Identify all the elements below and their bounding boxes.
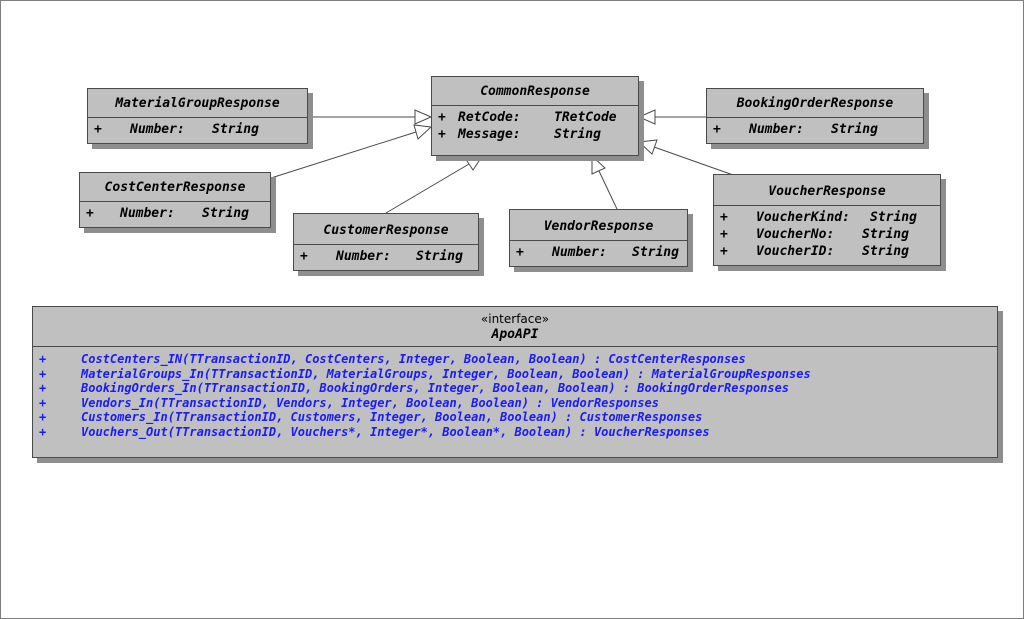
- visibility-marker: +: [516, 245, 524, 260]
- operation-signature: CostCenters_IN(TTransactionID, CostCente…: [81, 352, 746, 366]
- attribute-type: String: [202, 206, 249, 221]
- operation-row: + MaterialGroups_In(TTransactionID, Mate…: [39, 367, 991, 382]
- attribute-type: String: [862, 227, 909, 242]
- attribute-type: TRetCode: [554, 110, 617, 125]
- class-name: CommonResponse: [432, 77, 638, 106]
- class-booking-order-response[interactable]: BookingOrderResponse + Number: String: [706, 88, 924, 144]
- interface-apoapi[interactable]: «interface» ApoAPI + CostCenters_IN(TTra…: [32, 306, 998, 458]
- operation-row: + BookingOrders_In(TTransactionID, Booki…: [39, 381, 991, 396]
- visibility-marker: +: [39, 381, 47, 396]
- visibility-marker: +: [720, 244, 728, 259]
- operation-row: + CostCenters_IN(TTransactionID, CostCen…: [39, 352, 991, 367]
- visibility-marker: +: [720, 227, 728, 242]
- relation-customer-to-common: [385, 154, 485, 214]
- attribute-name: Number:: [552, 245, 607, 260]
- visibility-marker: +: [39, 410, 47, 425]
- attribute-name: Number:: [749, 122, 804, 137]
- attribute-type: String: [554, 127, 601, 142]
- visibility-marker: +: [39, 395, 47, 410]
- attribute-name: VoucherNo:: [756, 227, 835, 242]
- visibility-marker: +: [720, 210, 728, 225]
- attribute-row: + RetCode: TRetCode: [438, 109, 632, 126]
- attribute-row: + VoucherID: String: [720, 243, 934, 260]
- attribute-row: + Number: String: [94, 121, 301, 138]
- class-customer-response[interactable]: CustomerResponse + Number: String: [293, 213, 479, 271]
- attribute-row: + Number: String: [713, 121, 917, 138]
- attribute-type: String: [870, 210, 917, 225]
- attribute-name: VoucherKind:: [756, 210, 850, 225]
- relation-voucher-to-common: [637, 139, 737, 177]
- attribute-row: + Number: String: [516, 244, 681, 261]
- visibility-marker: +: [86, 206, 94, 221]
- attribute-row: + VoucherKind: String: [720, 209, 934, 226]
- class-name: CustomerResponse: [294, 214, 478, 245]
- attribute-row: + Message: String: [438, 126, 632, 143]
- attribute-name: Number:: [336, 249, 391, 264]
- interface-stereotype: «interface»: [480, 312, 550, 326]
- class-name: CostCenterResponse: [80, 173, 270, 202]
- visibility-marker: +: [438, 110, 446, 125]
- visibility-marker: +: [39, 424, 47, 439]
- visibility-marker: +: [438, 127, 446, 142]
- attribute-name: Number:: [120, 206, 175, 221]
- interface-name: ApoAPI: [491, 327, 539, 342]
- attribute-name: VoucherID:: [756, 244, 835, 259]
- visibility-marker: +: [713, 122, 721, 137]
- relation-material-to-common: [308, 109, 433, 125]
- class-name: MaterialGroupResponse: [88, 89, 307, 118]
- attribute-type: String: [632, 245, 679, 260]
- operation-row: + Customers_In(TTransactionID, Customers…: [39, 410, 991, 425]
- operation-signature: Vouchers_Out(TTransactionID, Vouchers*, …: [81, 424, 710, 439]
- relation-costcenter-to-common: [270, 124, 433, 179]
- operation-row: + Vendors_In(TTransactionID, Vendors, In…: [39, 396, 991, 411]
- class-vendor-response[interactable]: VendorResponse + Number: String: [509, 209, 688, 267]
- class-common-response[interactable]: CommonResponse + RetCode: TRetCode + Mes…: [431, 76, 639, 156]
- class-name: BookingOrderResponse: [707, 89, 923, 118]
- attribute-type: String: [862, 244, 909, 259]
- visibility-marker: +: [39, 352, 47, 366]
- class-name: VendorResponse: [510, 210, 687, 241]
- visibility-marker: +: [94, 122, 102, 137]
- attribute-row: + VoucherNo: String: [720, 226, 934, 243]
- attribute-name: Number:: [130, 122, 185, 137]
- operation-signature: Vendors_In(TTransactionID, Vendors, Inte…: [81, 395, 659, 410]
- attribute-type: String: [416, 249, 463, 264]
- class-voucher-response[interactable]: VoucherResponse + VoucherKind: String + …: [713, 174, 941, 266]
- operation-signature: Customers_In(TTransactionID, Customers, …: [81, 410, 703, 425]
- relation-booking-to-common: [637, 109, 706, 125]
- attribute-type: String: [212, 122, 259, 137]
- attribute-name: Message:: [458, 127, 521, 142]
- attribute-type: String: [831, 122, 878, 137]
- attribute-row: + Number: String: [300, 248, 472, 265]
- attribute-row: + Number: String: [86, 205, 264, 222]
- operations-list: + CostCenters_IN(TTransactionID, CostCen…: [33, 347, 997, 445]
- class-name: VoucherResponse: [714, 175, 940, 206]
- operation-signature: BookingOrders_In(TTransactionID, Booking…: [81, 381, 790, 396]
- attribute-name: RetCode:: [458, 110, 521, 125]
- operation-signature: MaterialGroups_In(TTransactionID, Materi…: [81, 366, 811, 381]
- relation-vendor-to-common: [591, 154, 618, 210]
- class-material-group-response[interactable]: MaterialGroupResponse + Number: String: [87, 88, 308, 144]
- visibility-marker: +: [300, 249, 308, 264]
- operation-row: + Vouchers_Out(TTransactionID, Vouchers*…: [39, 425, 991, 440]
- class-cost-center-response[interactable]: CostCenterResponse + Number: String: [79, 172, 271, 228]
- visibility-marker: +: [39, 366, 47, 381]
